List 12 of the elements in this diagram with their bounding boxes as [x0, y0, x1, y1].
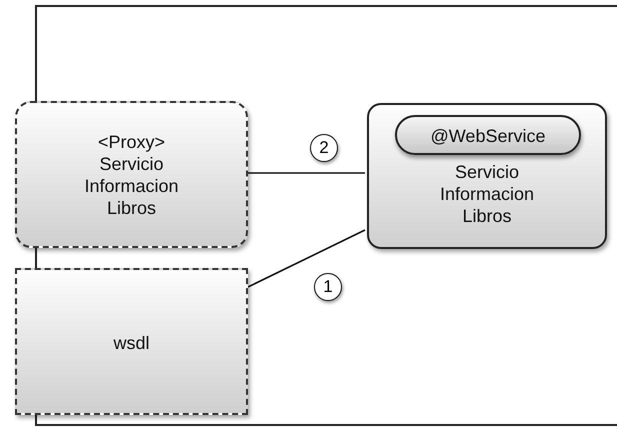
node-label: wsdl: [112, 332, 150, 354]
callout-number: 1: [314, 273, 342, 301]
node-label: Servicio Informacion Libros: [438, 161, 536, 227]
callout-number: 2: [310, 134, 338, 162]
node-label: <Proxy> Servicio Informacion Libros: [83, 131, 180, 219]
connector-line: [248, 229, 366, 288]
node-label: @WebService: [430, 125, 546, 147]
proxy-box: [15, 101, 248, 248]
annotation-pill: [395, 115, 581, 155]
service-box: [367, 103, 607, 249]
connector-line: [248, 172, 365, 174]
wsdl-box: [15, 268, 248, 415]
